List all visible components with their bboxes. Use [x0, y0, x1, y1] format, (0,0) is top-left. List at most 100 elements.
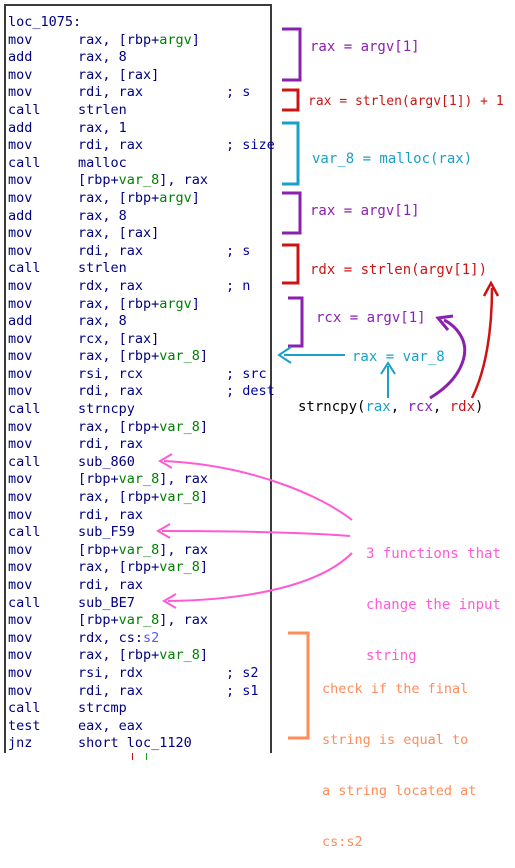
- operand-text: strlen: [78, 101, 127, 118]
- mnemonic: mov: [8, 489, 33, 506]
- mnemonic: mov: [8, 31, 33, 48]
- operand-text: rax, [rbp+: [78, 418, 160, 435]
- annotation-rax-argv1-a: rax = argv[1]: [310, 39, 420, 55]
- strncpy-arg-rcx: rcx: [407, 399, 433, 415]
- annotation-overlay: [156, 27, 500, 740]
- bracket-rdx-strlen: [282, 243, 300, 285]
- annotation-three-functions: 3 functions that change the input string: [366, 512, 501, 682]
- operand-text: rsi, rcx: [78, 365, 144, 382]
- operand-symbol: var_8: [118, 612, 160, 629]
- arrowhead-strncpy-rdx: [482, 280, 500, 297]
- mnemonic: call: [8, 101, 41, 118]
- operands: rax, 1: [78, 120, 127, 138]
- operand-symbol: var_8: [159, 418, 200, 435]
- operand-text: rax, [rbp+: [78, 489, 160, 506]
- mnemonic: add: [8, 119, 33, 136]
- bracket-rcx-argv1: [288, 296, 304, 348]
- annotation-rcx-argv1: rcx = argv[1]: [316, 310, 426, 326]
- operand-text: rdx, rax: [78, 277, 144, 294]
- operand-text: strlen: [78, 260, 127, 277]
- operands: eax, eax: [78, 718, 143, 736]
- mnemonic: mov: [8, 559, 33, 576]
- operands: rdx, rax: [78, 278, 143, 296]
- comment: ; size: [226, 137, 275, 154]
- operand-text: strncpy: [78, 401, 135, 418]
- annotation-var8-malloc: var_8 = malloc(rax): [312, 151, 473, 167]
- operands: rax, [rbp+var_8]: [78, 489, 208, 507]
- bracket-rax-argv1-a: [282, 27, 302, 82]
- operands: rdi, rax: [78, 84, 143, 102]
- operand-text: ]: [199, 559, 209, 576]
- mnemonic: mov: [8, 330, 33, 347]
- mnemonic: add: [8, 207, 33, 224]
- operand-text: rdi, rax: [78, 383, 144, 400]
- flow-edge-false: [132, 753, 133, 760]
- arrow-strncpy-rdx: [470, 287, 494, 399]
- operand-symbol: var_8: [159, 559, 200, 576]
- arrowhead-sub-f59: [156, 523, 171, 539]
- operand-text: rax, 8: [78, 49, 127, 66]
- mnemonic: call: [8, 700, 41, 717]
- operand-symbol: argv: [159, 189, 192, 206]
- operand-text: sub_860: [78, 453, 135, 470]
- operand-symbol: var_8: [159, 348, 200, 365]
- mnemonic: mov: [8, 66, 33, 83]
- operands: malloc: [78, 155, 127, 173]
- operand-text: rdi, rax: [78, 506, 144, 523]
- operands: rcx, [rax]: [78, 331, 159, 349]
- operands: rdi, rax: [78, 436, 143, 454]
- strncpy-arg-rax: rax: [365, 399, 391, 415]
- mnemonic: call: [8, 453, 41, 470]
- mnemonic: jnz: [8, 735, 33, 752]
- mnemonic: mov: [8, 383, 33, 400]
- operands: strcmp: [78, 700, 127, 718]
- comment: ; s2: [226, 664, 259, 681]
- arrowhead-rax-var8: [277, 346, 292, 364]
- operands: rax, [rbp+var_8]: [78, 647, 208, 665]
- operands: sub_F59: [78, 524, 135, 542]
- mnemonic: call: [8, 524, 41, 541]
- operands: rax, 8: [78, 208, 127, 226]
- operand-text: ]: [199, 418, 209, 435]
- operand-text: rax, [rbp+: [78, 647, 160, 664]
- operands: strlen: [78, 102, 127, 120]
- operand-text: rax, [rbp+: [78, 559, 160, 576]
- operand-text: ]: [191, 295, 200, 312]
- operand-text: rax, [rbp+: [78, 348, 160, 365]
- operands: rdi, rax: [78, 507, 143, 525]
- operand-symbol: var_8: [118, 541, 160, 558]
- annotation-check-final: check if the final string is equal to a …: [322, 647, 476, 868]
- operand-text: rax, 8: [78, 313, 127, 330]
- mnemonic: call: [8, 594, 41, 611]
- operand-text: sub_F59: [78, 524, 135, 541]
- mnemonic: mov: [8, 612, 33, 629]
- operand-text: rdi, rax: [78, 577, 144, 593]
- three-functions-line-3: string: [366, 648, 417, 664]
- operands: rax, [rbp+argv]: [78, 296, 200, 314]
- operands: rdx, cs:s2: [78, 630, 159, 648]
- check-final-line-1: check if the final: [322, 681, 469, 697]
- operand-text: rax, [rbp+: [78, 295, 160, 312]
- arrowhead-sub-860: [158, 453, 173, 469]
- mnemonic: mov: [8, 629, 33, 646]
- mnemonic: add: [8, 313, 33, 330]
- operand-text: ]: [191, 31, 200, 48]
- annotation-rdx-strlen: rdx = strlen(argv[1]): [310, 262, 488, 278]
- operands: rdi, rax: [78, 383, 143, 401]
- arrow-sub-be7: [167, 552, 353, 602]
- operands: rax, [rax]: [78, 67, 159, 85]
- three-functions-line-1: 3 functions that: [366, 546, 501, 562]
- operand-symbol: var_8: [159, 647, 200, 664]
- operand-text: ]: [199, 647, 209, 664]
- bracket-rax-argv1-b: [282, 191, 302, 235]
- operand-text: ]: [191, 189, 200, 206]
- operands: rax, [rax]: [78, 225, 159, 243]
- bracket-check-final: [288, 631, 310, 740]
- operand-text: rdi, rax: [78, 682, 144, 699]
- strncpy-sep-2: ,: [432, 399, 450, 415]
- operand-symbol: var_8: [118, 172, 160, 189]
- operand-text: rax, [rax]: [78, 225, 160, 242]
- check-final-line-2: string is equal to: [322, 732, 469, 748]
- operand-text: short loc_1120: [78, 735, 192, 752]
